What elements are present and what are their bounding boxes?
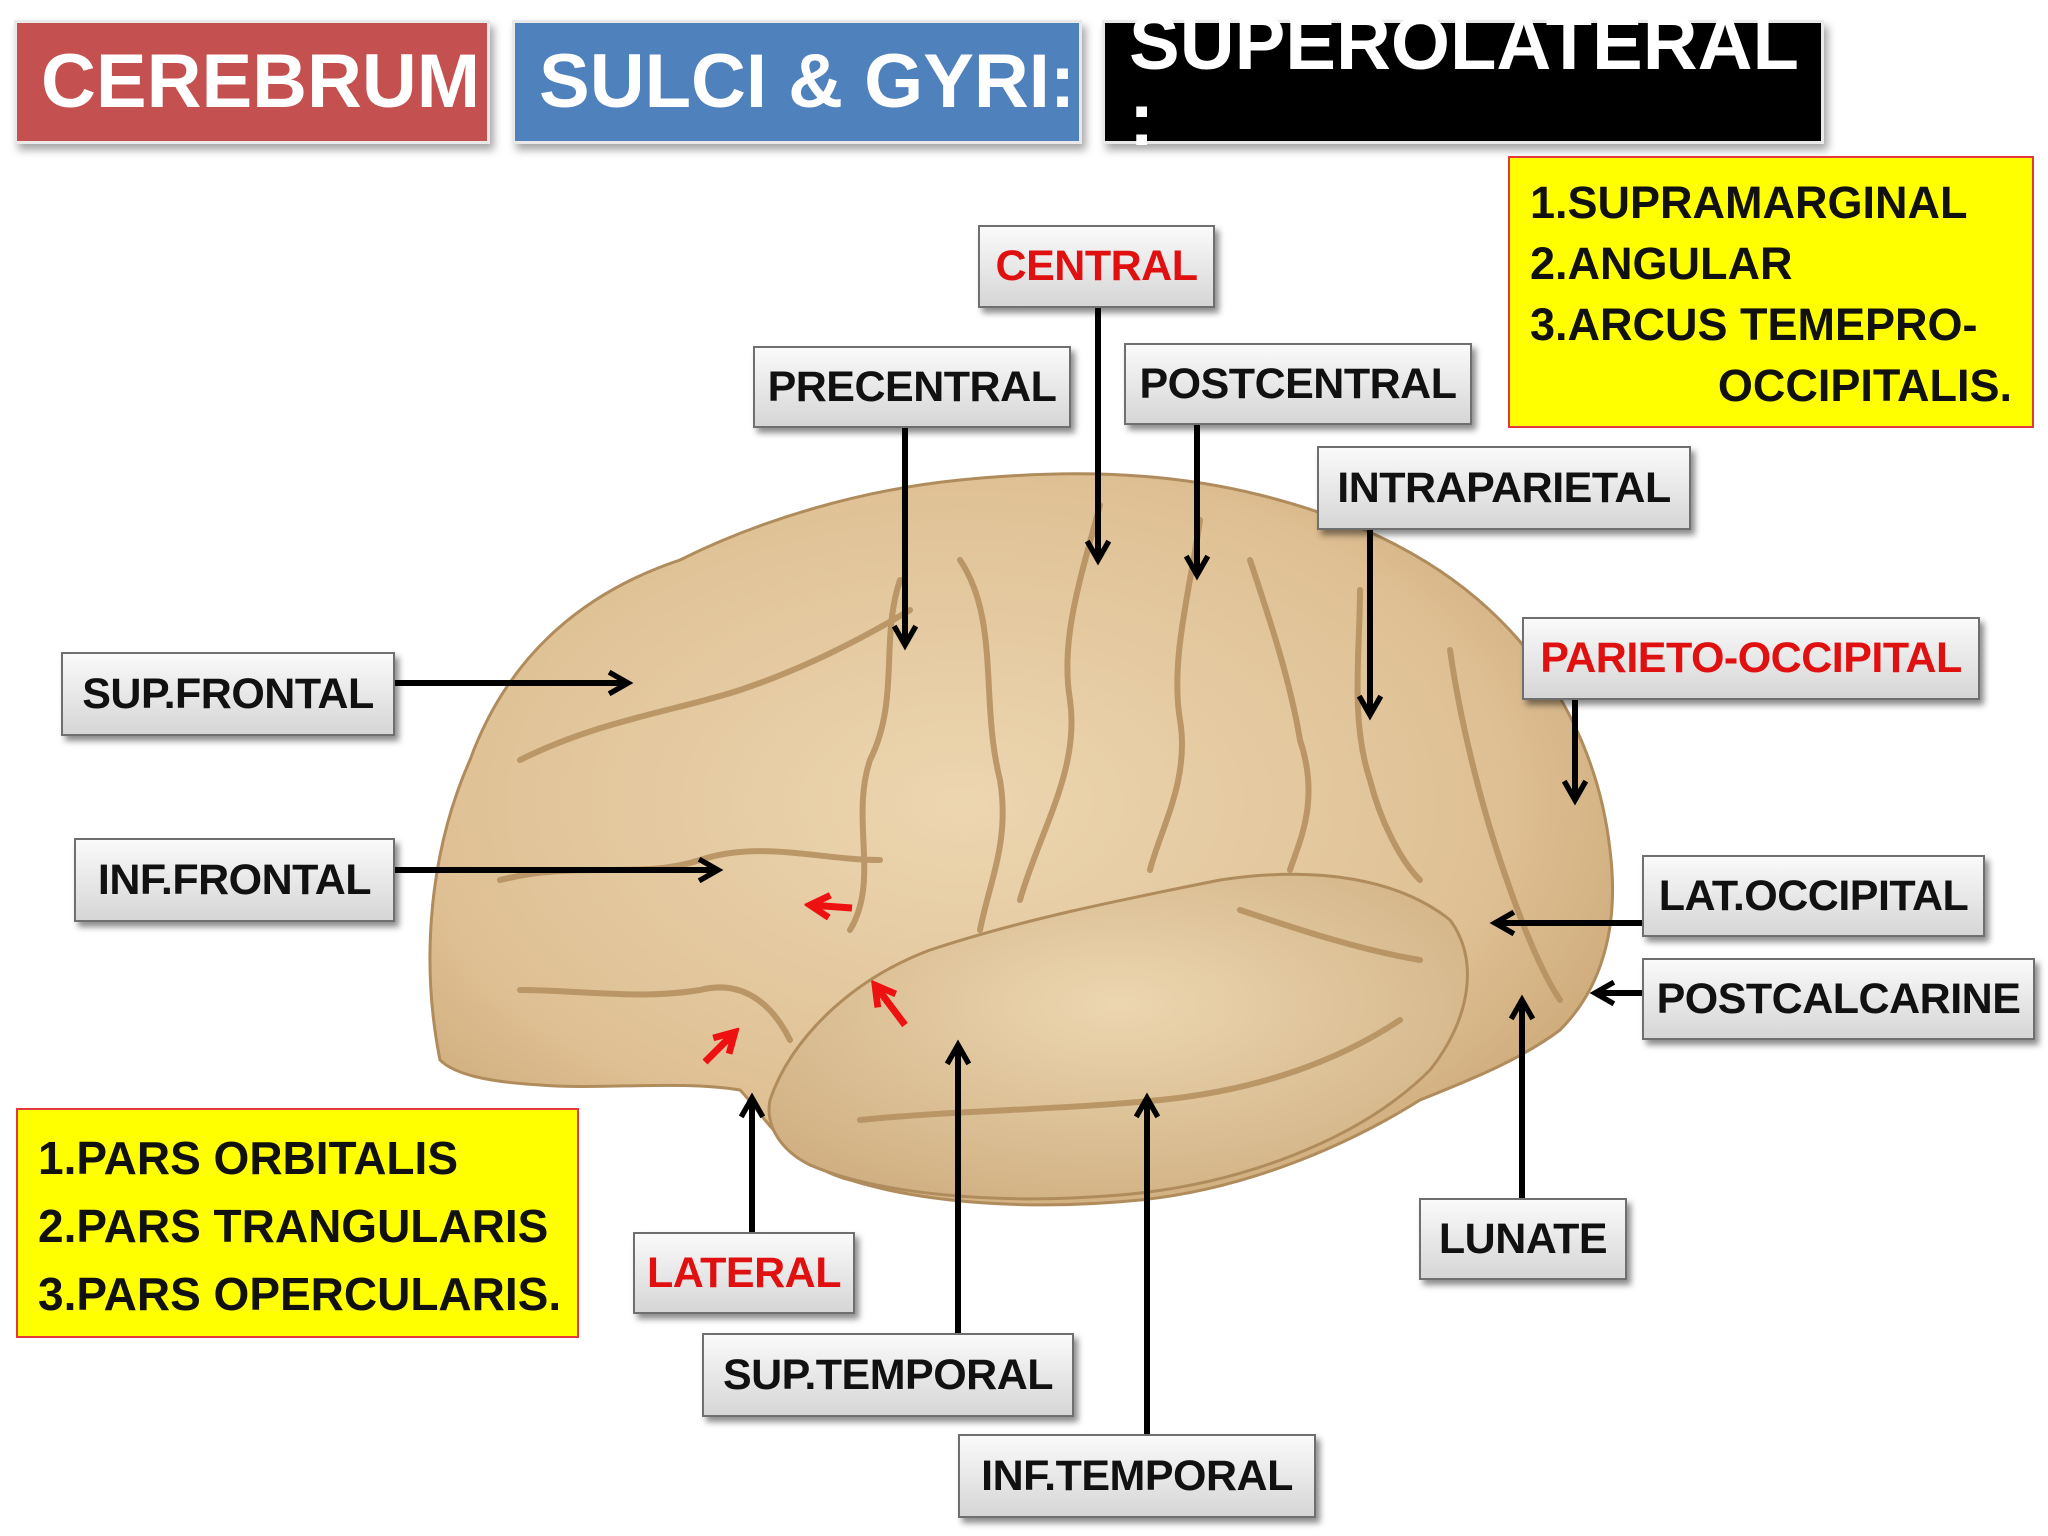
label-lateral: LATERAL bbox=[633, 1232, 855, 1314]
red-arrow-pars-triangularis bbox=[875, 985, 908, 1028]
parietal-gyri-box: 1.SUPRAMARGINAL 2.ANGULAR 3.ARCUS TEMEPR… bbox=[1508, 156, 2034, 428]
red-arrow-pars-orbitalis bbox=[702, 1032, 735, 1065]
label-central: CENTRAL bbox=[978, 225, 1215, 308]
title-sulci-gyri: SULCI & GYRI: bbox=[512, 20, 1082, 144]
brain-illustration bbox=[428, 472, 1614, 1207]
title-cerebrum: CEREBRUM bbox=[14, 20, 490, 144]
label-sup-frontal: SUP.FRONTAL bbox=[61, 652, 395, 736]
frontal-gyri-item-1: 1.PARS ORBITALIS bbox=[38, 1132, 458, 1184]
label-parieto-occipital: PARIETO-OCCIPITAL bbox=[1522, 617, 1980, 700]
label-intraparietal: INTRAPARIETAL bbox=[1317, 446, 1691, 530]
label-postcalcarine: POSTCALCARINE bbox=[1642, 958, 2035, 1040]
label-lat-occipital: LAT.OCCIPITAL bbox=[1642, 855, 1985, 937]
parietal-gyri-item-2: 2.ANGULAR bbox=[1530, 238, 1793, 289]
label-precentral: PRECENTRAL bbox=[753, 346, 1071, 428]
frontal-gyri-item-2: 2.PARS TRANGULARIS bbox=[38, 1200, 549, 1252]
label-postcentral: POSTCENTRAL bbox=[1124, 343, 1472, 425]
label-lunate: LUNATE bbox=[1419, 1198, 1627, 1280]
red-arrow-pars-opercularis bbox=[810, 905, 853, 908]
label-sup-temporal: SUP.TEMPORAL bbox=[702, 1333, 1074, 1417]
label-inf-temporal: INF.TEMPORAL bbox=[958, 1434, 1316, 1518]
label-inf-frontal: INF.FRONTAL bbox=[74, 838, 395, 922]
temporal-lobe bbox=[767, 872, 1469, 1201]
parietal-gyri-item-3: 3.ARCUS TEMEPRO- bbox=[1530, 299, 1978, 350]
parietal-gyri-item-1: 1.SUPRAMARGINAL bbox=[1530, 177, 1968, 228]
frontal-gyri-item-3: 3.PARS OPERCULARIS. bbox=[38, 1268, 562, 1320]
parietal-gyri-item-3-cont: OCCIPITALIS. bbox=[1717, 360, 2012, 411]
frontal-gyri-box: 1.PARS ORBITALIS 2.PARS TRANGULARIS 3.PA… bbox=[16, 1108, 579, 1338]
